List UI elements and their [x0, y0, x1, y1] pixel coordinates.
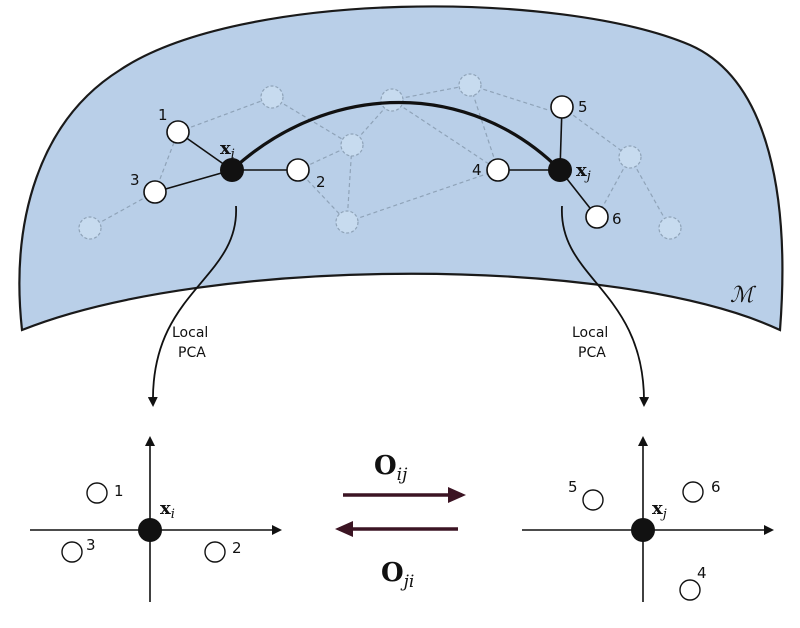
ghost-graph-nodes — [78, 73, 682, 240]
tangent-right-center-label: xj — [652, 498, 667, 522]
label-node-6: 6 — [612, 210, 622, 228]
node-xi — [220, 158, 244, 182]
label-xj: xj — [576, 160, 591, 184]
transform-label-oij: Oij — [374, 451, 408, 485]
tangent-left-point-1 — [86, 482, 108, 504]
node-1 — [166, 120, 190, 144]
label-node-3: 3 — [130, 171, 140, 189]
manifold-surface — [18, 5, 784, 332]
tangent-left-label-1: 1 — [114, 482, 124, 500]
node-xj — [548, 158, 572, 182]
local-pca-right-line2: PCA — [578, 345, 606, 361]
manifold-label: ℳ — [730, 283, 757, 308]
node-4 — [486, 158, 510, 182]
label-node-2: 2 — [316, 173, 326, 191]
local-pca-left-line2: PCA — [178, 345, 206, 361]
label-xi: xi — [220, 138, 235, 162]
node-6 — [585, 205, 609, 229]
node-3 — [143, 180, 167, 204]
label-node-1: 1 — [158, 106, 168, 124]
transform-arrow-ij-head — [448, 487, 466, 503]
node-5 — [550, 95, 574, 119]
tangent-right-point-4 — [679, 579, 701, 601]
label-node-4: 4 — [472, 161, 482, 179]
tangent-right-label-6: 6 — [711, 478, 721, 496]
transform-label-oji: Oji — [381, 558, 414, 592]
transform-arrow-ji-head — [335, 521, 353, 537]
tangent-left-center-label: xi — [160, 498, 175, 522]
local-pca-right-line1: Local — [572, 325, 608, 341]
tangent-left-label-3: 3 — [86, 536, 96, 554]
node-2 — [286, 158, 310, 182]
local-pca-arrow-left — [147, 205, 237, 407]
tangent-left-point-2 — [204, 541, 226, 563]
local-pca-arrow-right — [561, 205, 650, 407]
tangent-left-center — [138, 518, 162, 542]
tangent-right-point-5 — [582, 489, 604, 511]
geodesic-arc — [230, 101, 562, 172]
tangent-right-center — [631, 518, 655, 542]
local-pca-left-line1: Local — [172, 325, 208, 341]
tangent-right-point-6 — [682, 481, 704, 503]
label-node-5: 5 — [578, 98, 588, 116]
tangent-left-label-2: 2 — [232, 539, 242, 557]
tangent-right-label-5: 5 — [568, 478, 578, 496]
tangent-right-label-4: 4 — [697, 564, 707, 582]
tangent-left-point-3 — [61, 541, 83, 563]
